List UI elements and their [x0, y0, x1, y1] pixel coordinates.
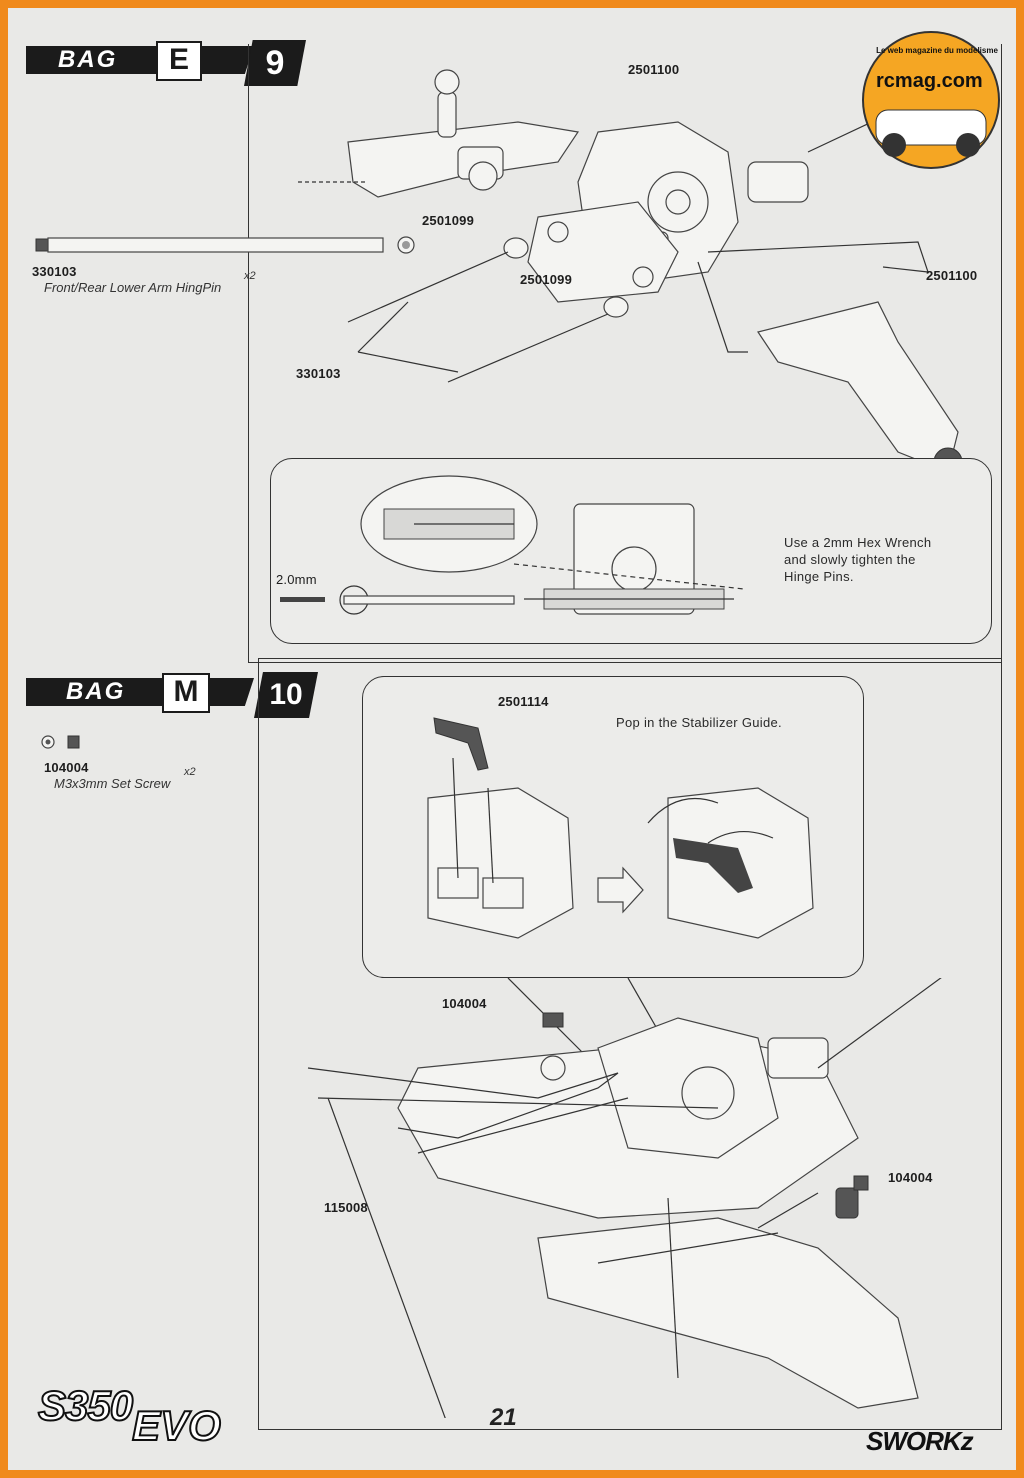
note-line-1: Use a 2mm Hex Wrench	[784, 535, 932, 550]
callout-2501100-right: 2501100	[926, 268, 978, 283]
step-10-badge: 10	[254, 672, 318, 718]
bag-e-letter: E	[156, 41, 202, 81]
step-10-panel	[258, 658, 1002, 1430]
callout-104004-top: 104004	[442, 996, 487, 1011]
hinge-pin-part-icon	[35, 236, 415, 254]
bag-m-bar	[26, 678, 254, 706]
bag-e-bar	[26, 46, 254, 74]
tool-size-label: 2.0mm	[276, 572, 317, 587]
side-part-desc: Front/Rear Lower Arm HingPin	[44, 280, 222, 295]
rcmag-logo	[862, 31, 1000, 169]
stabilizer-guide-illustration	[427, 717, 814, 939]
model-logo: S350EVO	[37, 1381, 222, 1450]
callout-2501099-a: 2501099	[422, 213, 475, 228]
bag-e-word: BAG	[58, 46, 118, 73]
callout-2501099-b: 2501099	[520, 272, 573, 287]
stabilizer-install-illustration	[307, 978, 942, 1418]
callout-330103: 330103	[296, 366, 341, 381]
callout-2501100-top: 2501100	[628, 62, 680, 77]
bag-m-word: BAG	[66, 678, 126, 705]
callout-104004-right: 104004	[888, 1170, 933, 1185]
hex-wrench-note: Use a 2mm Hex Wrench and slowly tighten …	[784, 534, 931, 585]
manual-page: BAG E 9 330103 Front/Rear Lower Arm Hing…	[8, 8, 1016, 1470]
rear-suspension-assembly-illustration	[298, 69, 979, 472]
set-screw-qty: x2	[184, 766, 196, 778]
callout-115008: 115008	[324, 1200, 368, 1215]
rcmag-site-name: rcmag.com	[876, 70, 983, 92]
stabilizer-guide-part: 2501114	[498, 694, 549, 709]
stabilizer-guide-note: Pop in the Stabilizer Guide.	[616, 715, 782, 730]
step-9-panel	[248, 44, 1002, 663]
rcmag-tagline: Le web magazine du modelisme	[876, 46, 998, 55]
page-number: 21	[490, 1404, 517, 1431]
side-part-code: 330103	[32, 264, 77, 279]
side-part-qty: x2	[244, 270, 256, 282]
model-suffix: EVO	[131, 1401, 222, 1450]
set-screw-code: 104004	[44, 760, 89, 775]
brand-logo: SWORKz	[866, 1426, 974, 1456]
note-line-2: and slowly tighten the	[784, 552, 916, 567]
hinge-pin-tighten-illustration	[280, 475, 745, 615]
bag-m-letter: M	[162, 673, 210, 713]
note-line-3: Hinge Pins.	[784, 569, 854, 584]
step-9-badge: 9	[244, 40, 306, 86]
set-screw-desc: M3x3mm Set Screw	[54, 776, 171, 791]
set-screw-part-icon	[41, 735, 80, 749]
model-name: S350	[37, 1381, 134, 1430]
